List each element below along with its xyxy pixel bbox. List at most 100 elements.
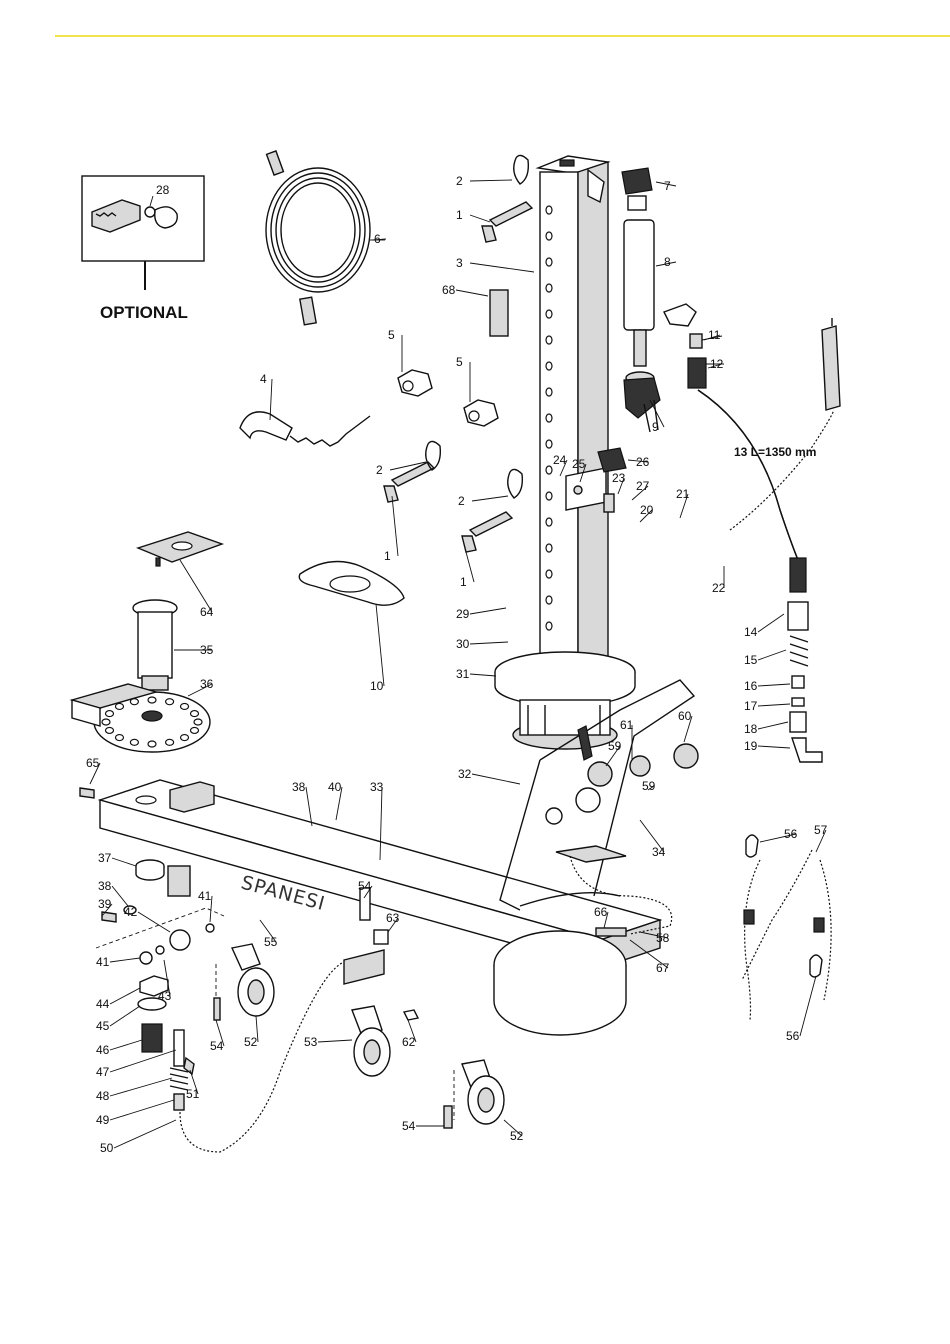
callout-3: 3 bbox=[456, 256, 463, 270]
spring-clips-part-2 bbox=[426, 155, 529, 498]
callout-28: 28 bbox=[156, 183, 170, 197]
optional-part-inset: 28 OPTIONAL bbox=[82, 176, 204, 322]
callout-39: 39 bbox=[98, 897, 112, 911]
callout-19: 19 bbox=[744, 739, 758, 753]
column-hole bbox=[546, 284, 552, 292]
callout-64: 64 bbox=[200, 605, 214, 619]
callout-57: 57 bbox=[814, 823, 828, 837]
leader-c19 bbox=[758, 746, 790, 748]
leader-c1c bbox=[466, 552, 474, 582]
column-hole bbox=[546, 622, 552, 630]
slings-parts-56-57 bbox=[742, 835, 831, 1020]
callout-50: 50 bbox=[100, 1141, 114, 1155]
pivot-pin-part-35 bbox=[133, 600, 177, 690]
callout-59: 59 bbox=[642, 779, 656, 793]
label-plate-part-68 bbox=[490, 290, 508, 336]
callout-33: 33 bbox=[370, 780, 384, 794]
hose-spec-label: 13 L=1350 mm bbox=[734, 445, 816, 459]
callout-67: 67 bbox=[656, 961, 670, 975]
leader-c53 bbox=[318, 1040, 352, 1042]
coiled-hose-part-6 bbox=[266, 151, 385, 325]
turntable-part-36 bbox=[72, 684, 210, 752]
callout-15: 15 bbox=[744, 653, 758, 667]
leader-c1a bbox=[470, 215, 490, 222]
callout-63: 63 bbox=[386, 911, 400, 925]
eye-plate-part-10 bbox=[299, 562, 404, 606]
callout-37: 37 bbox=[98, 851, 112, 865]
turntable-hole bbox=[181, 703, 189, 709]
turntable-hole bbox=[115, 735, 123, 741]
callout-36: 36 bbox=[200, 677, 214, 691]
leader-c41b bbox=[110, 958, 140, 962]
callout-2: 2 bbox=[458, 494, 465, 508]
callout-2: 2 bbox=[456, 174, 463, 188]
leader-c42 bbox=[138, 912, 170, 932]
leader-c46 bbox=[110, 1040, 142, 1050]
leader-c18 bbox=[758, 722, 788, 729]
callout-45: 45 bbox=[96, 1019, 110, 1033]
callout-68: 68 bbox=[442, 283, 456, 297]
callout-43: 43 bbox=[158, 989, 172, 1003]
callout-18: 18 bbox=[744, 722, 758, 736]
turntable-hole bbox=[106, 727, 114, 733]
callout-20: 20 bbox=[640, 503, 654, 517]
callout-14: 14 bbox=[744, 625, 758, 639]
optional-caption: OPTIONAL bbox=[100, 303, 188, 322]
callout-27: 27 bbox=[636, 479, 650, 493]
callout-32: 32 bbox=[458, 767, 472, 781]
leader-c37 bbox=[112, 858, 136, 866]
callout-58: 58 bbox=[656, 931, 670, 945]
callout-46: 46 bbox=[96, 1043, 110, 1057]
leader-c14 bbox=[758, 614, 784, 632]
callout-61: 61 bbox=[620, 718, 634, 732]
callout-52: 52 bbox=[244, 1035, 258, 1049]
leader-c31 bbox=[470, 674, 496, 676]
callout-41: 41 bbox=[96, 955, 110, 969]
leader-c29 bbox=[470, 608, 506, 614]
column-hole bbox=[546, 310, 552, 318]
callout-65: 65 bbox=[86, 756, 100, 770]
column-hole bbox=[546, 466, 552, 474]
turntable-hole bbox=[148, 697, 156, 703]
callout-38: 38 bbox=[292, 780, 306, 794]
callout-54: 54 bbox=[210, 1039, 224, 1053]
callout-5: 5 bbox=[456, 355, 463, 369]
callout-42: 42 bbox=[124, 905, 138, 919]
leader-c3 bbox=[470, 263, 534, 272]
callout-54: 54 bbox=[402, 1119, 416, 1133]
leader-c38a bbox=[306, 787, 312, 826]
column-hole bbox=[546, 388, 552, 396]
callout-30: 30 bbox=[456, 637, 470, 651]
turntable-hole bbox=[130, 739, 138, 745]
column-hole bbox=[546, 336, 552, 344]
callout-54: 54 bbox=[358, 879, 372, 893]
leader-c1b bbox=[392, 496, 398, 556]
turntable-hole bbox=[115, 703, 123, 709]
leader-c44 bbox=[110, 988, 140, 1004]
callout-47: 47 bbox=[96, 1065, 110, 1079]
callout-2: 2 bbox=[376, 463, 383, 477]
callout-44: 44 bbox=[96, 997, 110, 1011]
callout-49: 49 bbox=[96, 1113, 110, 1127]
callout-51: 51 bbox=[186, 1087, 200, 1101]
turntable-hole bbox=[130, 699, 138, 705]
callout-1: 1 bbox=[460, 575, 467, 589]
callout-62: 62 bbox=[402, 1035, 416, 1049]
round-base-part bbox=[494, 931, 626, 1035]
callout-59: 59 bbox=[608, 739, 622, 753]
callout-21: 21 bbox=[676, 487, 690, 501]
callout-31: 31 bbox=[456, 667, 470, 681]
hydraulic-cylinder-part-8 bbox=[622, 168, 696, 366]
callout-56: 56 bbox=[786, 1029, 800, 1043]
callout-10: 10 bbox=[370, 679, 384, 693]
callout-5: 5 bbox=[388, 328, 395, 342]
turntable-hole bbox=[102, 719, 110, 725]
fitting-stack-parts-14-19 bbox=[788, 602, 822, 762]
callout-48: 48 bbox=[96, 1089, 110, 1103]
turntable-hole bbox=[181, 735, 189, 741]
callout-layer: 2136687811125594212124252623272120226410… bbox=[86, 174, 828, 1155]
callout-55: 55 bbox=[264, 935, 278, 949]
column-hole bbox=[546, 232, 552, 240]
leader-c16 bbox=[758, 684, 790, 686]
